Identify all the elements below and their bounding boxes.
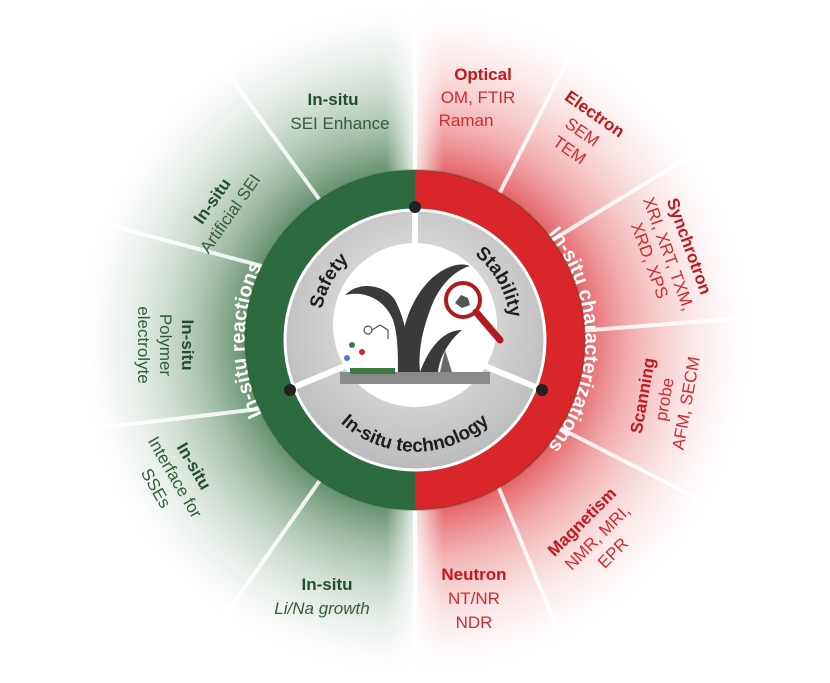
dot-right <box>536 384 548 396</box>
core-divider-left <box>290 363 347 391</box>
molecule-sketch <box>344 324 389 361</box>
outer-ring <box>70 0 760 683</box>
right-sector-6: Neutron NT/NR NDR <box>441 565 506 632</box>
left-sector-3: In-situ Polymer electrolyte <box>134 306 197 383</box>
right-sectors: Optical OM, FTIR Raman Electron SEM TEM … <box>439 65 716 632</box>
divider-right-5 <box>491 473 562 636</box>
dot-top <box>409 201 421 213</box>
left-sector-1-head: In-situ <box>308 90 359 109</box>
divider-left-3 <box>81 404 285 432</box>
left-sector-5-line-1: Li/Na growth <box>274 599 369 618</box>
core-divider-right <box>483 363 540 391</box>
left-sector-3-head: In-situ <box>178 320 197 371</box>
inner-ring-right <box>415 170 585 510</box>
dendrite-small <box>440 350 452 372</box>
dot-left <box>284 384 296 396</box>
right-sector-1: Optical OM, FTIR Raman <box>439 65 516 130</box>
right-sector-1-head: Optical <box>454 65 512 84</box>
left-sector-1-line-1: SEI Enhance <box>290 114 389 133</box>
sei-layer <box>350 368 395 374</box>
dendrite-branch-left <box>345 285 407 372</box>
left-sector-1: In-situ SEI Enhance <box>290 90 389 133</box>
right-sector-6-line-2: NDR <box>456 613 493 632</box>
divider-right-2 <box>534 148 702 252</box>
divider-right-4 <box>539 416 721 512</box>
dendrite-illustration <box>340 264 490 384</box>
divider-left-4 <box>213 464 332 632</box>
left-sector-5-head: In-situ <box>302 575 353 594</box>
right-sector-1-line-2: Raman <box>439 111 494 130</box>
magnifier-icon <box>444 281 504 344</box>
divider-right-1 <box>491 54 572 207</box>
right-sector-1-line-1: OM, FTIR <box>441 88 516 107</box>
inner-ring-edge <box>244 169 586 511</box>
right-sector-6-head: Neutron <box>441 565 506 584</box>
dendrite-branch-right <box>420 330 462 372</box>
divider-left-1 <box>216 58 332 216</box>
left-sector-5: In-situ Li/Na growth <box>274 575 369 618</box>
left-sector-3-line-1: Polymer <box>156 314 175 377</box>
inner-ring-left <box>245 170 415 510</box>
divider-left-2 <box>89 218 285 274</box>
electrode-base <box>340 372 490 384</box>
dendrite-trunk <box>398 264 470 372</box>
right-sector-6-line-1: NT/NR <box>448 589 500 608</box>
left-sector-3-line-2: electrolyte <box>134 306 153 383</box>
core-dots <box>284 201 548 396</box>
divider-right-3 <box>552 316 746 335</box>
